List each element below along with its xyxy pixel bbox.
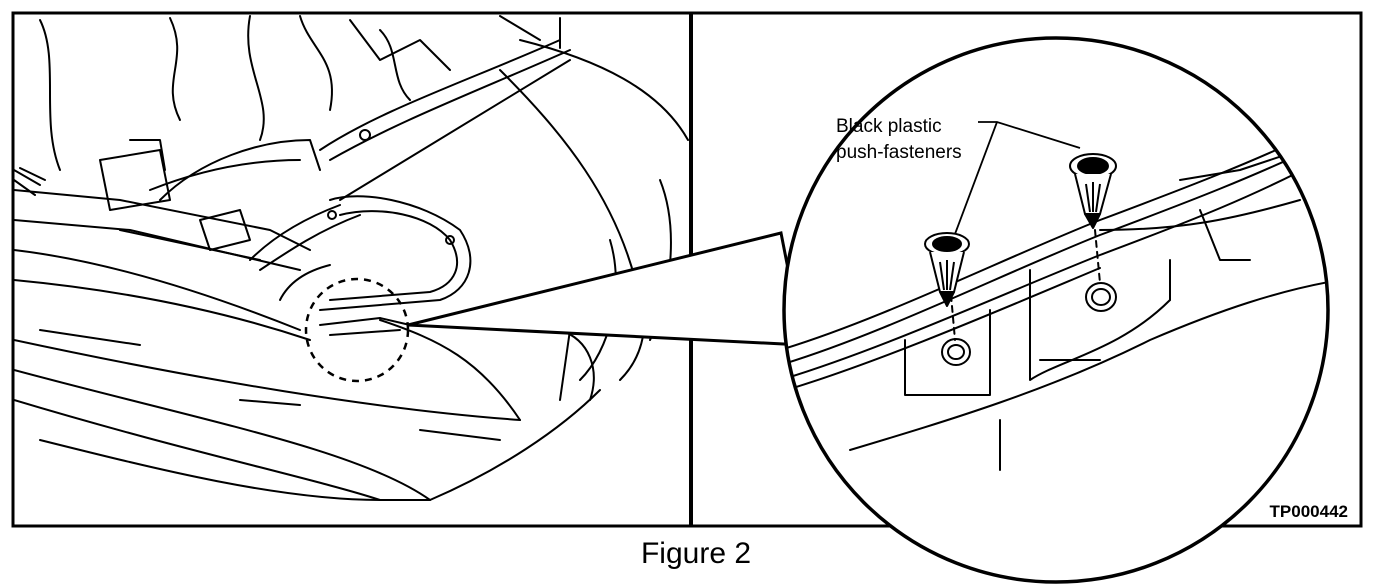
magnified-view-circle — [782, 36, 1330, 584]
callout-label-line1: Black plastic — [836, 116, 942, 137]
label-leader-lines — [954, 121, 1081, 235]
figure-caption: Figure 2 — [640, 537, 752, 570]
callout-label-line2: push-fasteners — [836, 142, 962, 163]
push-fastener-1 — [924, 232, 970, 307]
detail-locator-circle — [304, 277, 410, 383]
figure-id-label: TP000442 — [1270, 502, 1348, 521]
figure-frame — [11, 11, 1363, 528]
car-rear-drawing — [14, 15, 689, 501]
magnified-detail — [784, 119, 1328, 471]
push-fastener-2 — [1069, 153, 1117, 229]
callout-wedge — [407, 231, 805, 347]
